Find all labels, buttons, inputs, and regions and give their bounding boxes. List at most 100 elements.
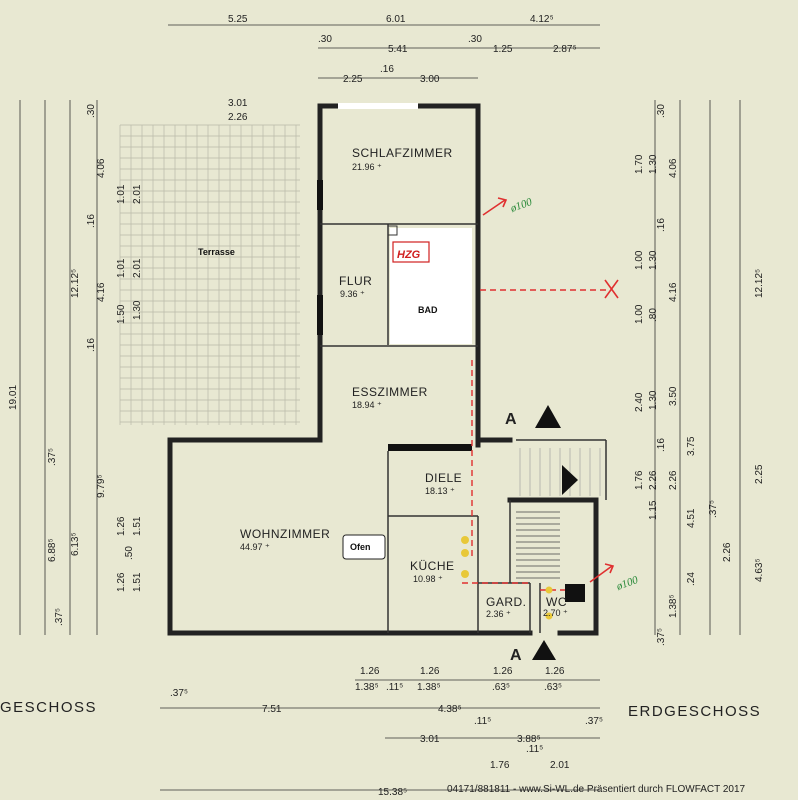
dim-left12: .16: [86, 338, 97, 352]
dim-right2: 1.70: [634, 154, 645, 174]
room-schlafzimmer-name: SCHLAFZIMMER: [352, 146, 453, 160]
dim-top3: 4.12⁵: [530, 14, 554, 25]
room-wc-name: WC: [546, 595, 567, 609]
staircase: [516, 448, 601, 579]
dim-bot2: 1.26: [420, 666, 440, 677]
pipe-note-top: ø100: [508, 196, 534, 215]
dim-left22: .50: [124, 546, 135, 560]
dim-left6: 1.01: [116, 258, 127, 278]
dim-bot16: 3.88⁵: [517, 734, 541, 745]
dim-left11: 1.30: [132, 300, 143, 320]
walls: [167, 103, 599, 636]
dim-bot20: 15.38⁵: [378, 787, 407, 798]
dim-right5: .16: [656, 218, 667, 232]
dim-top10: .16: [380, 64, 394, 75]
ofen-box: [342, 534, 386, 560]
room-diele-name: DIELE: [425, 471, 462, 485]
room-kueche-name: KÜCHE: [410, 559, 455, 573]
dim-right19: 2.26: [668, 470, 679, 490]
dim-right13: 1.30: [648, 390, 659, 410]
dim-right14: 3.50: [668, 386, 679, 406]
room-hzg-name: HZG: [397, 249, 421, 261]
dim-right26: 2.26: [722, 542, 733, 562]
dim-left23: .37⁵: [54, 608, 65, 626]
room-flur-name: FLUR: [339, 274, 372, 288]
dimension-labels: 5.25 6.01 4.12⁵ .30 .30 5.41 1.25 2.87⁵ …: [8, 14, 765, 798]
dim-right25: .24: [686, 572, 697, 586]
room-schlafzimmer-area: 21.96 ⁺: [352, 162, 382, 172]
dim-bot18: 1.76: [490, 760, 510, 771]
room-wc-area: 2.70 ⁺: [543, 608, 568, 618]
room-gard-area: 2.36 ⁺: [486, 609, 511, 619]
section-marker-a-bottom: A: [510, 647, 522, 664]
dim-top2: 6.01: [386, 14, 406, 25]
dim-right4: 4.06: [668, 158, 679, 178]
dim-right11: .80: [648, 308, 659, 322]
dim-left16: 6.88⁵: [47, 538, 58, 562]
dim-bot6: .11⁵: [386, 682, 403, 693]
dim-bot10: .37⁵: [170, 688, 188, 699]
dim-right6: 1.00: [634, 250, 645, 270]
dim-bot5: 1.38⁵: [355, 682, 379, 693]
room-wohnzimmer-name: WOHNZIMMER: [240, 527, 330, 541]
room-wohnzimmer-area: 44.97 ⁺: [240, 542, 270, 552]
room-kueche-area: 10.98 ⁺: [413, 574, 443, 584]
dim-right15: .16: [656, 438, 667, 452]
dim-bot11: 7.51: [262, 704, 282, 715]
dim-left13: 19.01: [8, 385, 19, 410]
ofen-label: Ofen: [350, 542, 371, 552]
dim-left2: 4.06: [96, 158, 107, 178]
dim-bot13: .37⁵: [585, 716, 603, 727]
room-esszimmer-name: ESSZIMMER: [352, 385, 428, 399]
dim-left14: .37⁵: [47, 448, 58, 466]
dim-bot1: 1.26: [360, 666, 380, 677]
dim-right16: 3.75: [686, 436, 697, 456]
footer-credit: 04171/881811 - www.Si-WL.de Präsentiert …: [447, 784, 746, 795]
dim-left20: 1.26: [116, 572, 127, 592]
pipe-note-bottom: ø100: [614, 574, 640, 593]
dim-right23: .37⁵: [708, 500, 719, 518]
dim-top9: 2.25: [343, 74, 363, 85]
dim-top13: 2.26: [228, 112, 248, 123]
dim-right24: 1.38⁵: [668, 594, 679, 618]
dim-right18: 2.26: [648, 470, 659, 490]
dim-right9: 12.12⁵: [754, 269, 765, 298]
dim-left5: .16: [86, 214, 97, 228]
dim-right17: 1.76: [634, 470, 645, 490]
bathroom-area: [390, 228, 472, 344]
dim-bot3: 1.26: [493, 666, 513, 677]
dim-bot12: 4.38⁵: [438, 704, 462, 715]
floor-label-right: ERDGESCHOSS: [628, 703, 761, 720]
dim-left3: 1.01: [116, 184, 127, 204]
terrace-hatch: [119, 124, 300, 425]
dim-left17: 6.13⁵: [70, 532, 81, 556]
dim-left9: 12.12⁵: [70, 269, 81, 298]
dimension-lines: [19, 24, 741, 791]
dim-top8: 2.87⁵: [553, 44, 577, 55]
dim-top1: 5.25: [228, 14, 248, 25]
dim-right28: .37⁵: [656, 628, 667, 646]
dim-left19: 1.51: [132, 516, 143, 536]
room-esszimmer-area: 18.94 ⁺: [352, 400, 382, 410]
dim-right3: 1.30: [648, 154, 659, 174]
dim-bot7: 1.38⁵: [417, 682, 441, 693]
dim-right1: .30: [656, 104, 667, 118]
red-annotations: [392, 197, 619, 620]
dim-bot4: 1.26: [545, 666, 565, 677]
dim-top12: 3.01: [228, 98, 248, 109]
terrace-label: Terrasse: [198, 247, 235, 257]
section-marker-a-top: A: [505, 411, 517, 428]
dim-right8: 4.16: [668, 282, 679, 302]
dim-right22: 4.51: [686, 508, 697, 528]
dim-right27: 4.63⁵: [754, 558, 765, 582]
dim-bot17: .11⁵: [526, 744, 543, 755]
dim-left1: .30: [86, 104, 97, 118]
dim-right7: 1.30: [648, 250, 659, 270]
dim-bot15: 3.01: [420, 734, 440, 745]
dim-bot14: .11⁵: [474, 716, 491, 727]
dim-right10: 1.00: [634, 304, 645, 324]
dim-bot8: .63⁵: [492, 682, 510, 693]
dim-left4: 2.01: [132, 184, 143, 204]
room-bad-name: BAD: [418, 305, 438, 315]
